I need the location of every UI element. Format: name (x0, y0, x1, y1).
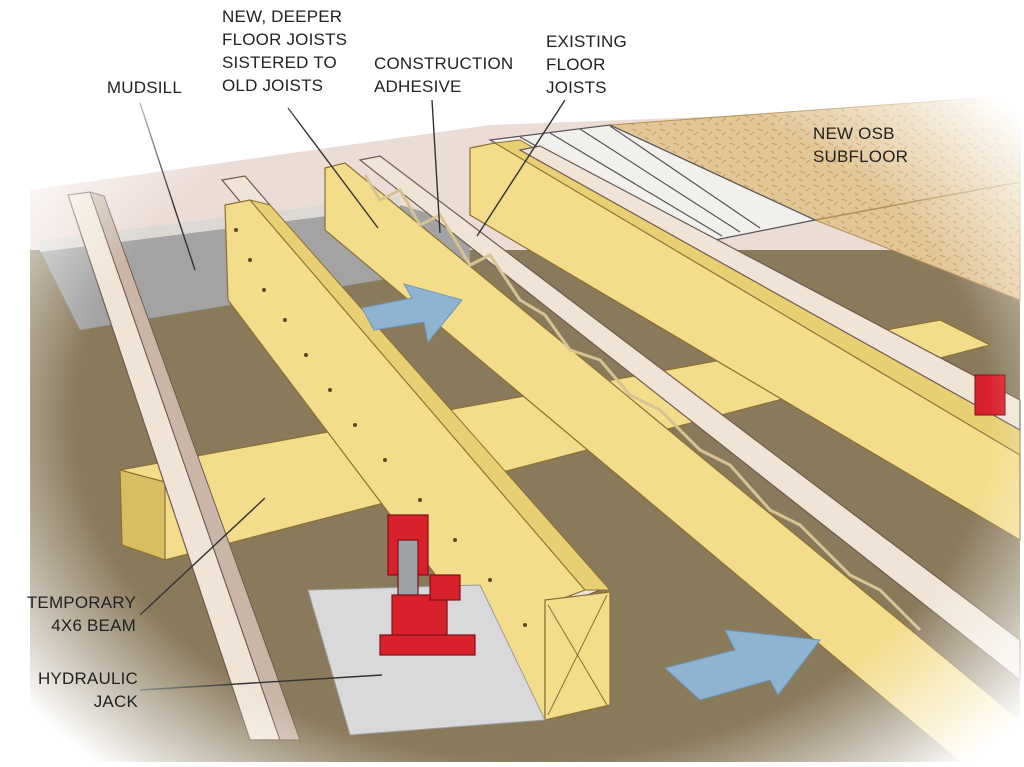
label-hydraulic-jack: HYDRAULIC JACK (37, 669, 138, 711)
label-temporary-beam: TEMPORARY 4X6 BEAM (26, 593, 136, 635)
label-osb-subfloor: NEW OSB SUBFLOOR (813, 124, 909, 166)
label-mudsill: MUDSILL (106, 78, 182, 97)
label-construction-adhesive: CONSTRUCTION ADHESIVE (374, 54, 514, 96)
label-existing-joists: EXISTING FLOOR JOISTS (546, 32, 627, 97)
label-new-joists: NEW, DEEPER FLOOR JOISTS SISTERED TO OLD… (222, 7, 348, 95)
